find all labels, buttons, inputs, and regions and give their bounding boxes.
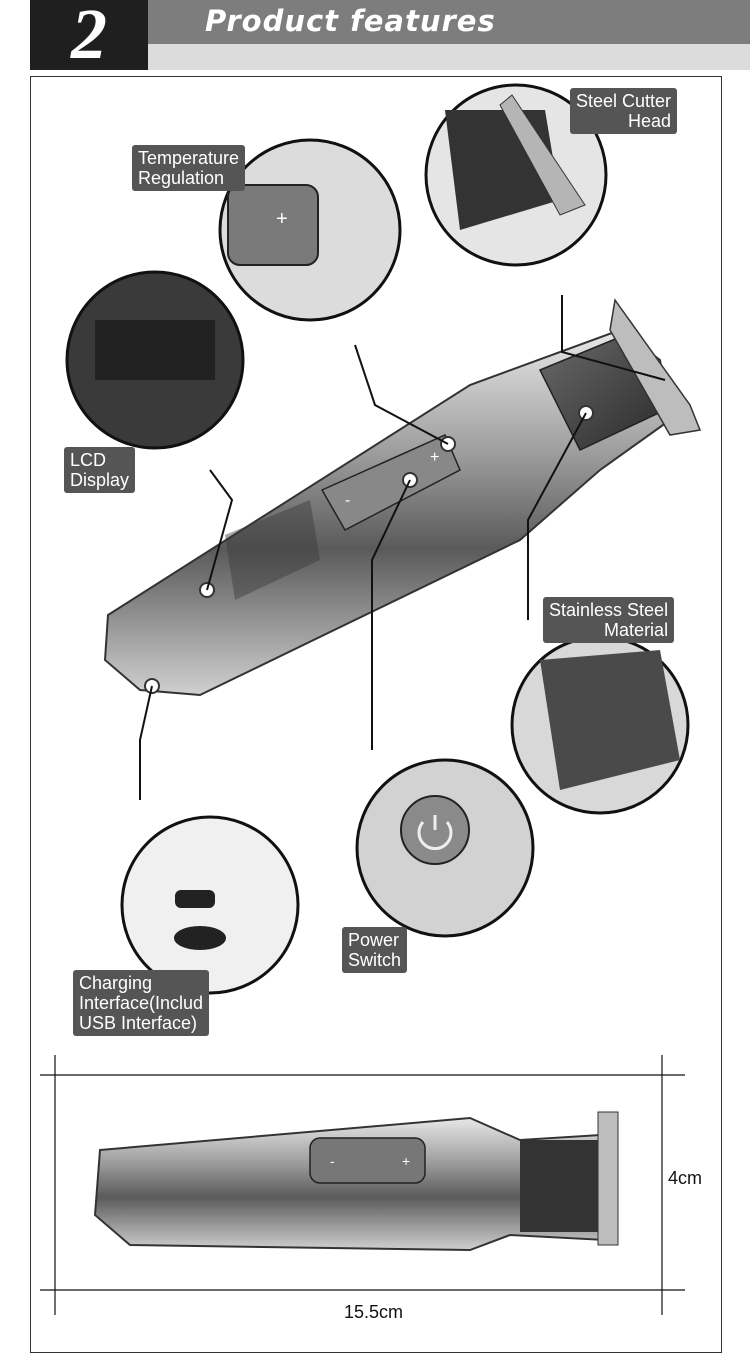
callout-temperature-regulation: Temperature Regulation (132, 145, 246, 191)
section-number-box (30, 0, 148, 70)
header-band (148, 0, 750, 44)
callout-steel-cutter-head: Steel Cutter Head (570, 88, 678, 134)
trimmer-main (103, 298, 702, 697)
callout-stainless-steel-material: Stainless Steel Material (543, 597, 675, 643)
zoom-power (355, 758, 535, 938)
zoom-charging (120, 815, 300, 995)
section-number: 2 (71, 0, 107, 74)
dimension-length: 15.5cm (344, 1302, 404, 1322)
section-header: 2 Product features (0, 0, 750, 74)
callout-charging-interface: Charging Interface(Includ USB Interface) (73, 970, 210, 1036)
callout-lcd-display: LCD Display (64, 447, 136, 493)
content-frame (30, 76, 722, 1353)
dimension-height: 4cm (668, 1168, 703, 1188)
main-minus-symbol: - (345, 492, 350, 509)
zoom-plus-symbol: + (276, 208, 288, 230)
main-plus-symbol: + (430, 449, 439, 466)
dimension-lines (40, 1055, 685, 1315)
side-minus-symbol: - (330, 1153, 335, 1169)
trimmer-side-view (93, 1111, 619, 1252)
zoom-cutter-head (424, 83, 608, 267)
side-plus-symbol: + (402, 1153, 410, 1169)
zoom-stainless (510, 635, 690, 815)
zoom-temperature: + (218, 138, 402, 322)
callout-power-switch: Power Switch (342, 927, 408, 973)
leader-lines (139, 295, 666, 800)
zoom-lcd (65, 270, 245, 450)
section-title: Product features (205, 4, 496, 38)
header-band-lower (148, 44, 750, 70)
